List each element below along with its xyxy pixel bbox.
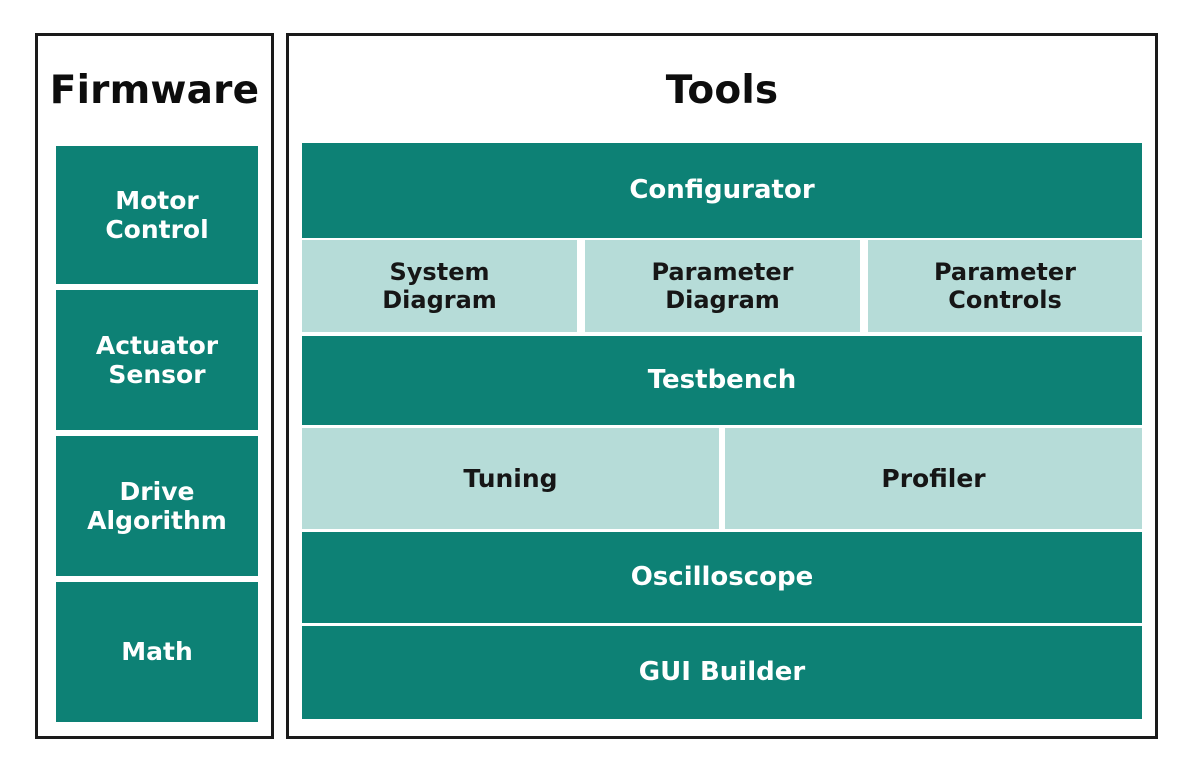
block-actuator-sensor-label: Actuator Sensor: [95, 330, 219, 390]
firmware-panel-title: Firmware: [49, 68, 260, 113]
block-gui-builder-label: GUI Builder: [638, 657, 806, 688]
block-parameter-diagram[interactable]: Parameter Diagram: [585, 240, 860, 332]
block-profiler[interactable]: Profiler: [725, 428, 1142, 529]
block-tuning-label: Tuning: [463, 463, 558, 493]
block-gui-builder[interactable]: GUI Builder: [302, 626, 1142, 719]
tools-panel: Tools Configurator System Diagram Parame…: [286, 33, 1158, 739]
block-parameter-controls-label: Parameter Controls: [933, 257, 1077, 314]
block-system-diagram-label: System Diagram: [382, 257, 497, 314]
block-configurator[interactable]: Configurator: [302, 143, 1142, 238]
block-oscilloscope-label: Oscilloscope: [630, 562, 814, 593]
block-drive-algorithm-label: Drive Algorithm: [87, 476, 227, 536]
block-actuator-sensor[interactable]: Actuator Sensor: [56, 290, 258, 430]
block-math-label: Math: [121, 637, 193, 667]
block-testbench[interactable]: Testbench: [302, 336, 1142, 425]
firmware-panel: Firmware Motor Control Actuator Sensor D…: [35, 33, 274, 739]
block-motor-control[interactable]: Motor Control: [56, 146, 258, 284]
block-drive-algorithm[interactable]: Drive Algorithm: [56, 436, 258, 576]
block-motor-control-label: Motor Control: [105, 185, 209, 245]
block-parameter-controls[interactable]: Parameter Controls: [868, 240, 1142, 332]
block-testbench-label: Testbench: [647, 365, 797, 396]
block-system-diagram[interactable]: System Diagram: [302, 240, 577, 332]
block-configurator-label: Configurator: [629, 175, 815, 206]
tools-panel-title: Tools: [665, 68, 779, 113]
block-oscilloscope[interactable]: Oscilloscope: [302, 532, 1142, 623]
block-math[interactable]: Math: [56, 582, 258, 722]
block-tuning[interactable]: Tuning: [302, 428, 719, 529]
block-profiler-label: Profiler: [881, 463, 986, 493]
block-parameter-diagram-label: Parameter Diagram: [651, 257, 794, 314]
